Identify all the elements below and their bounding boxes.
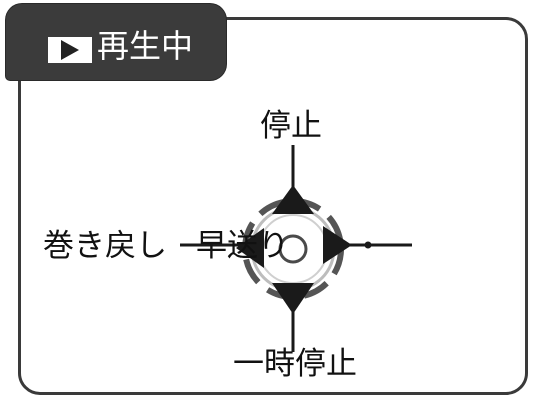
stop-label: 停止: [260, 108, 322, 144]
fast-forward-right-arrow-icon: [323, 226, 352, 264]
mode-label: 再生中: [97, 27, 194, 65]
pause-label: 一時停止: [233, 346, 357, 382]
fast-forward-label: 早送り: [196, 228, 289, 264]
playback-mode-tab: 再生中: [6, 4, 226, 80]
rewind-left-arrow-icon: [236, 228, 264, 268]
stop-up-arrow-icon: [272, 185, 314, 214]
pause-down-arrow-icon: [272, 283, 314, 314]
play-icon: [48, 37, 92, 63]
rewind-label: 巻き戻し: [43, 228, 167, 264]
